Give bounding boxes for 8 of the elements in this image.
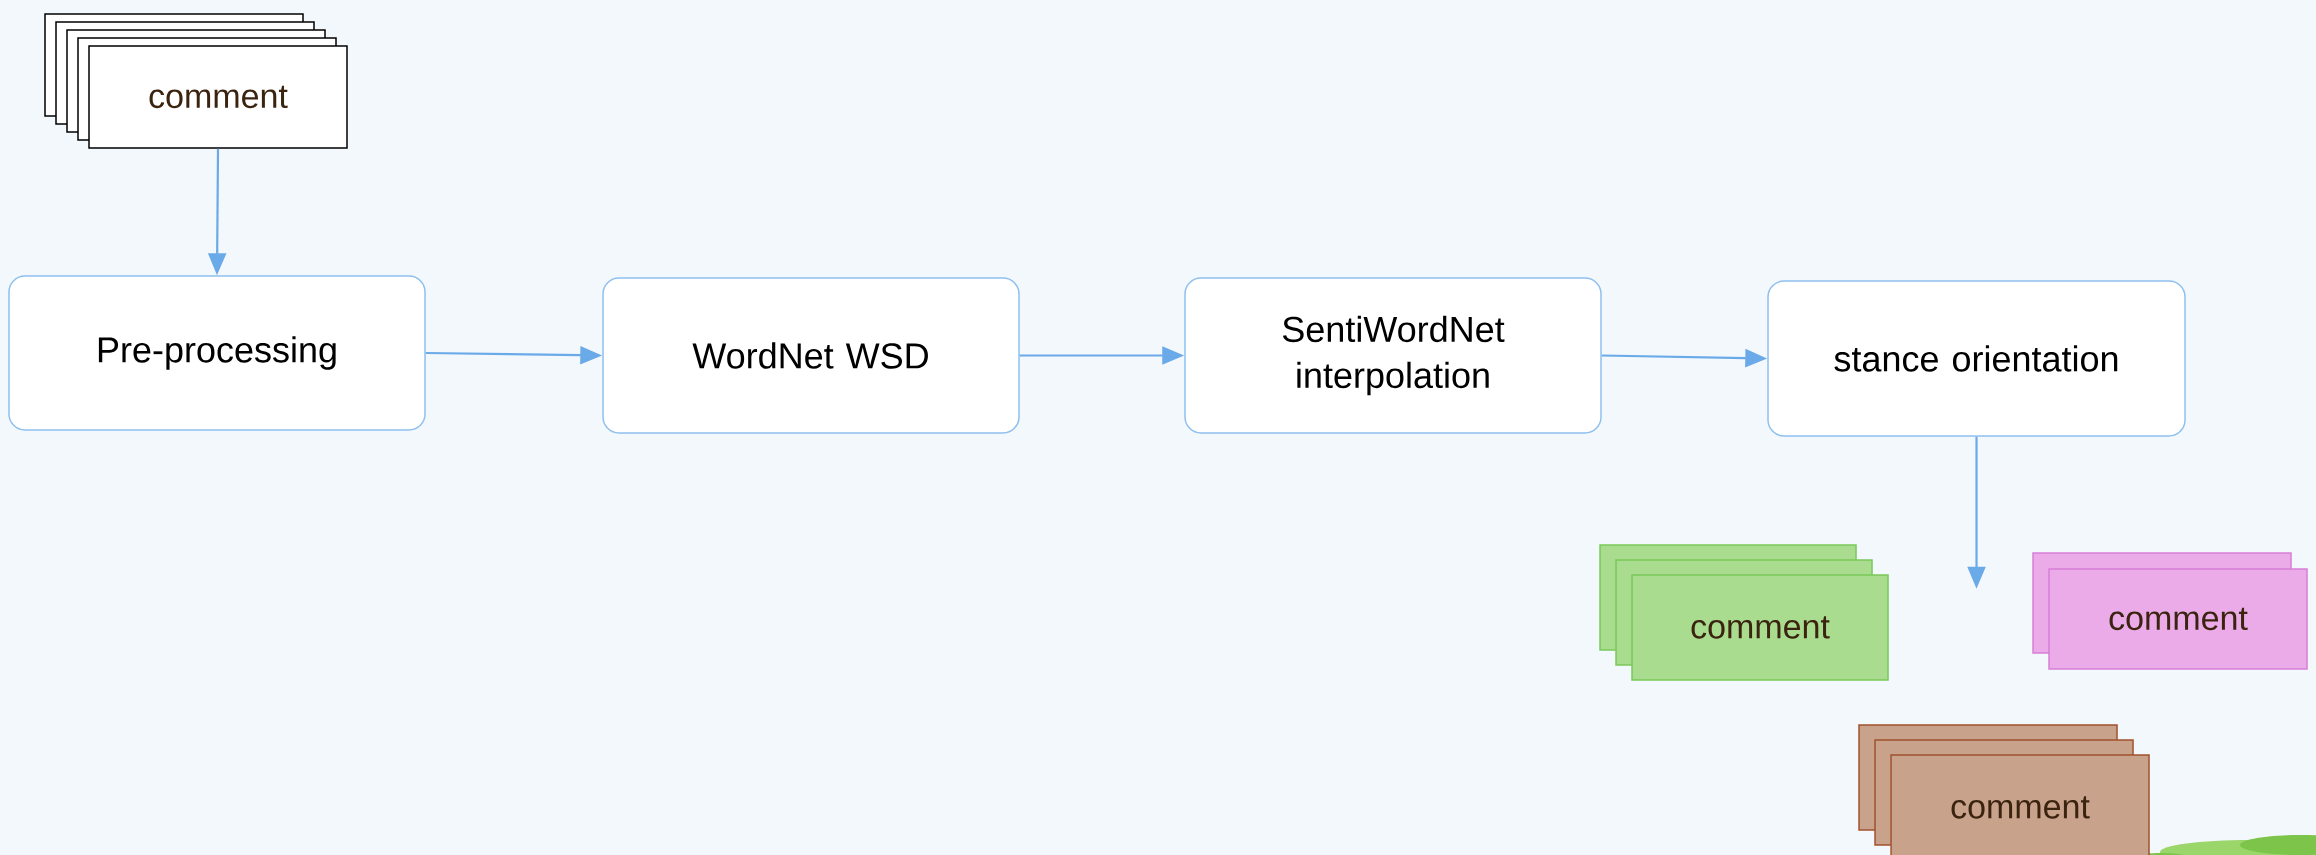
comment-stack: comment: [1599, 544, 1889, 681]
process-box: SentiWordNet interpolation: [1184, 277, 1602, 434]
comment-stack: comment: [44, 13, 348, 149]
process-box: Pre-processing: [8, 275, 426, 431]
comment-stack: comment: [2032, 552, 2308, 670]
process-box: WordNet WSD: [602, 277, 1020, 434]
process-box: stance orientation: [1767, 280, 2186, 437]
comment-stack: comment: [1858, 724, 2150, 855]
